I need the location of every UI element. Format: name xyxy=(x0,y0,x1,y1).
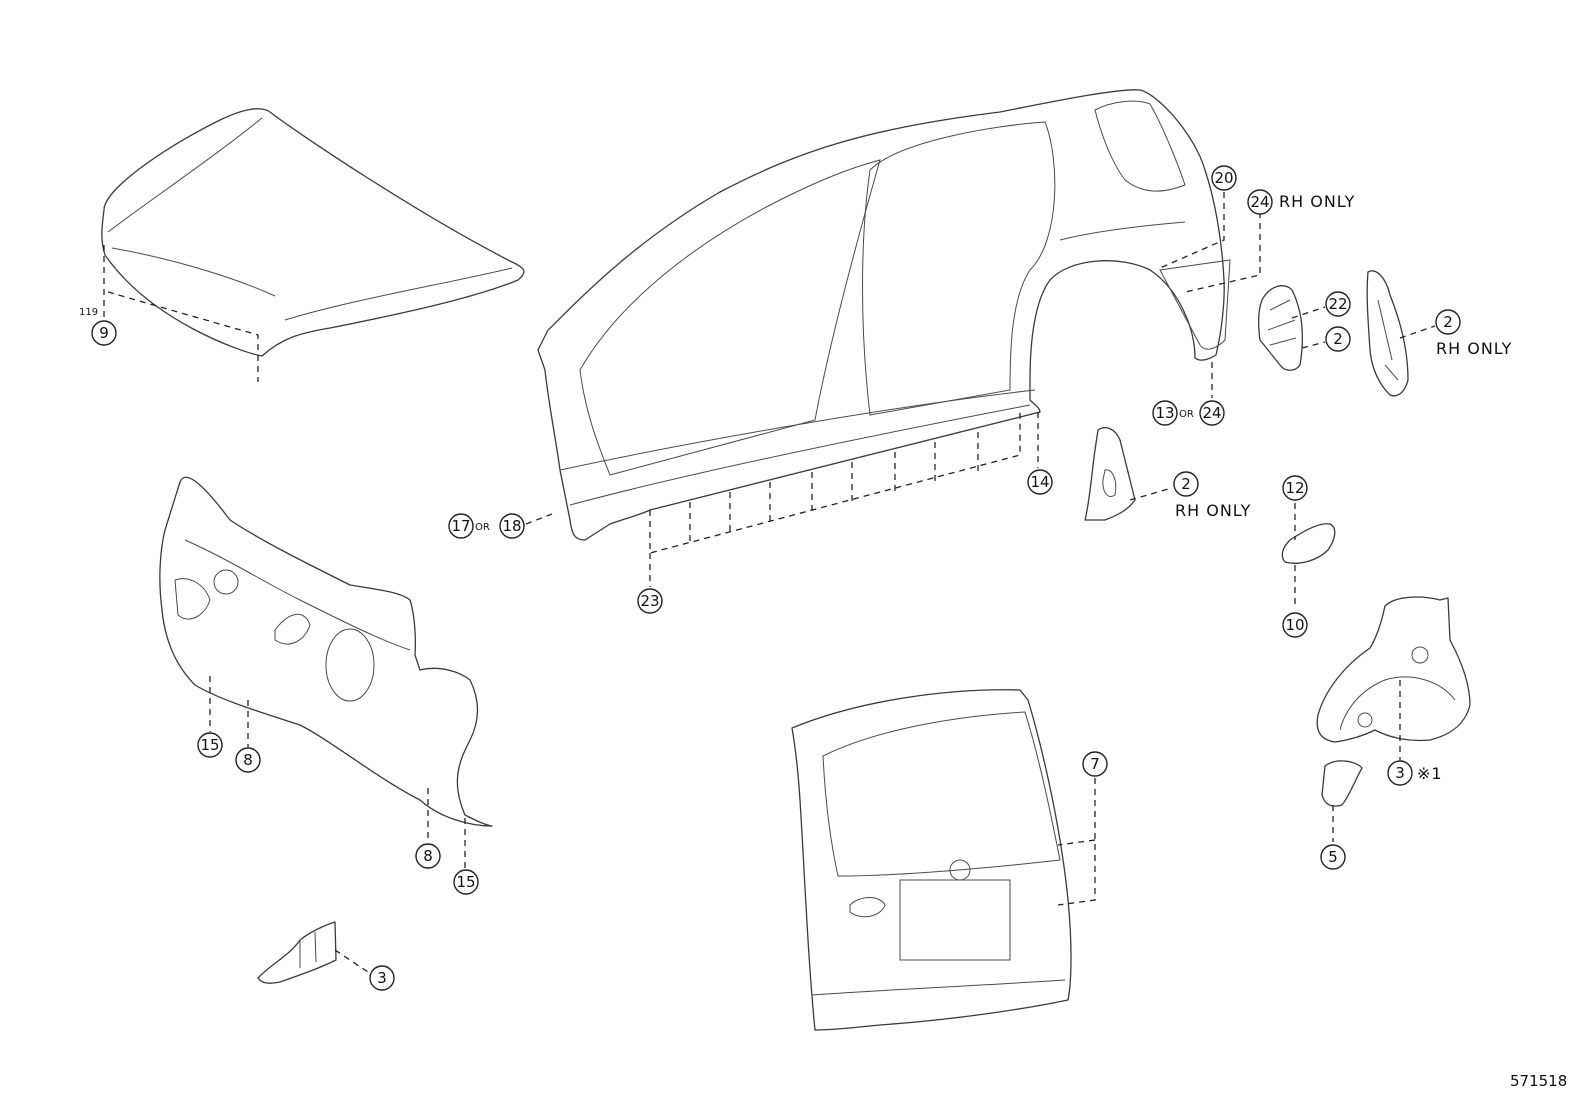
rear-wheel-house xyxy=(1316,596,1471,743)
callout-2-center-note: RH ONLY xyxy=(1175,501,1251,520)
svg-text:23: 23 xyxy=(640,592,659,610)
body-side-outer-panel xyxy=(537,89,1231,541)
callout-13: 13 xyxy=(1152,400,1178,426)
callout-2-pillar-note: RH ONLY xyxy=(1436,339,1512,358)
callout-8-left: 8 xyxy=(235,747,261,773)
callout-7: 7 xyxy=(1082,751,1108,777)
svg-text:9: 9 xyxy=(99,324,109,342)
quarter-pillar-rh xyxy=(1366,270,1409,397)
callout-24-bottom: 24 xyxy=(1199,400,1225,426)
callout-18: 18 xyxy=(499,513,525,539)
svg-text:3: 3 xyxy=(1395,764,1405,782)
callout-17: 17 xyxy=(448,513,474,539)
callout-9: 9 xyxy=(91,320,117,346)
callout-2-quarter: 2 xyxy=(1325,326,1351,352)
callout-24-top: 24 xyxy=(1247,189,1273,215)
svg-text:15: 15 xyxy=(200,736,219,754)
svg-text:5: 5 xyxy=(1328,848,1338,866)
callout-2-center: 2 xyxy=(1173,471,1199,497)
svg-text:8: 8 xyxy=(243,751,253,769)
callout-10: 10 xyxy=(1282,612,1308,638)
callout-24-top-note: RH ONLY xyxy=(1279,192,1355,211)
svg-text:12: 12 xyxy=(1285,479,1304,497)
svg-text:24: 24 xyxy=(1250,193,1269,211)
svg-text:15: 15 xyxy=(456,873,475,891)
wheel-house-gusset-5 xyxy=(1321,760,1363,807)
quarter-reinforcement-22 xyxy=(1258,285,1304,371)
callout-3-wheelhouse-note: ※1 xyxy=(1417,764,1443,783)
svg-text:18: 18 xyxy=(502,517,521,535)
dash-panel xyxy=(159,476,493,827)
callout-14: 14 xyxy=(1027,469,1053,495)
callout-20: 20 xyxy=(1211,165,1237,191)
svg-text:20: 20 xyxy=(1214,169,1233,187)
svg-text:2: 2 xyxy=(1443,313,1453,331)
svg-text:3: 3 xyxy=(377,969,387,987)
callout-15-right: 15 xyxy=(453,869,479,895)
svg-text:8: 8 xyxy=(423,847,433,865)
callout-9-sub: 119 xyxy=(79,307,98,318)
quarter-inner-bracket xyxy=(1084,427,1136,521)
bracket-12-10 xyxy=(1281,523,1336,564)
svg-text:2: 2 xyxy=(1181,475,1191,493)
callout-13-or: OR xyxy=(1179,409,1194,420)
svg-text:10: 10 xyxy=(1285,616,1304,634)
callout-3-wheelhouse: 3 xyxy=(1387,760,1413,786)
svg-text:24: 24 xyxy=(1202,404,1221,422)
svg-text:2: 2 xyxy=(1333,330,1343,348)
svg-text:17: 17 xyxy=(451,517,470,535)
callout-22: 22 xyxy=(1325,291,1351,317)
diagram-id: 571518 xyxy=(1510,1072,1567,1090)
callout-3-bracket: 3 xyxy=(369,965,395,991)
dash-bracket-part xyxy=(257,921,337,984)
back-door-panel xyxy=(791,689,1072,1031)
leader-lines xyxy=(103,192,1436,973)
svg-text:13: 13 xyxy=(1155,404,1174,422)
svg-text:14: 14 xyxy=(1030,473,1049,491)
callout-23: 23 xyxy=(637,588,663,614)
callout-8-right: 8 xyxy=(415,843,441,869)
callout-12: 12 xyxy=(1282,475,1308,501)
callout-5: 5 xyxy=(1320,844,1346,870)
callout-2-pillar: 2 xyxy=(1435,309,1461,335)
svg-text:22: 22 xyxy=(1328,295,1347,313)
hood-panel xyxy=(101,108,525,357)
svg-text:7: 7 xyxy=(1090,755,1100,773)
callout-17-or: OR xyxy=(475,522,490,533)
callout-15-left: 15 xyxy=(197,732,223,758)
